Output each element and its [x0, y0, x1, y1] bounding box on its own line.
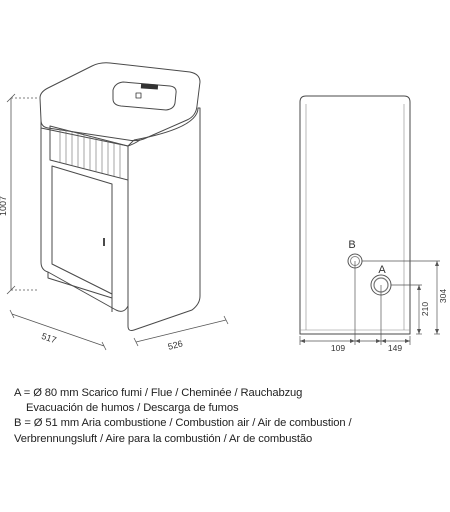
b-height-label: 304 [438, 289, 448, 303]
stove-front-face [40, 128, 129, 312]
height-dimension [6, 93, 38, 295]
stove-top-edge [40, 120, 135, 147]
control-panel [112, 81, 177, 111]
depth-dimension [133, 315, 229, 347]
legend-a-line2: Evacuación de humos / Descarga de fumos [26, 402, 239, 415]
isometric-stove-view [39, 62, 201, 331]
connection-b-marker: B [348, 239, 355, 251]
legend-a-line1: A = Ø 80 mm Scarico fumi / Flue / Chemin… [14, 387, 303, 399]
control-button [135, 92, 142, 99]
b-offset-label: 109 [331, 343, 345, 353]
stove-side-curve [127, 139, 141, 147]
stove-side-face [127, 107, 201, 331]
width-label: 517 [40, 331, 57, 345]
height-label: 1007 [0, 196, 8, 216]
grille-slats [59, 129, 121, 178]
connections-legend: A = Ø 80 mm Scarico fumi / Flue / Chemin… [14, 386, 444, 447]
connection-a-marker: A [378, 264, 386, 276]
a-height-label: 210 [420, 302, 430, 316]
stove-door [51, 165, 113, 295]
legend-b-line2: Verbrennungsluft / Aire para la combusti… [14, 432, 313, 445]
stove-top-surface [39, 62, 201, 142]
a-offset-label: 149 [388, 343, 402, 353]
control-display [140, 83, 159, 90]
dimension-arrows [300, 261, 439, 343]
side-view-outline [299, 95, 411, 335]
width-dimension [9, 309, 107, 351]
depth-label: 526 [167, 338, 184, 351]
legend-b-line1: B = Ø 51 mm Aria combustione / Combustio… [14, 417, 352, 430]
